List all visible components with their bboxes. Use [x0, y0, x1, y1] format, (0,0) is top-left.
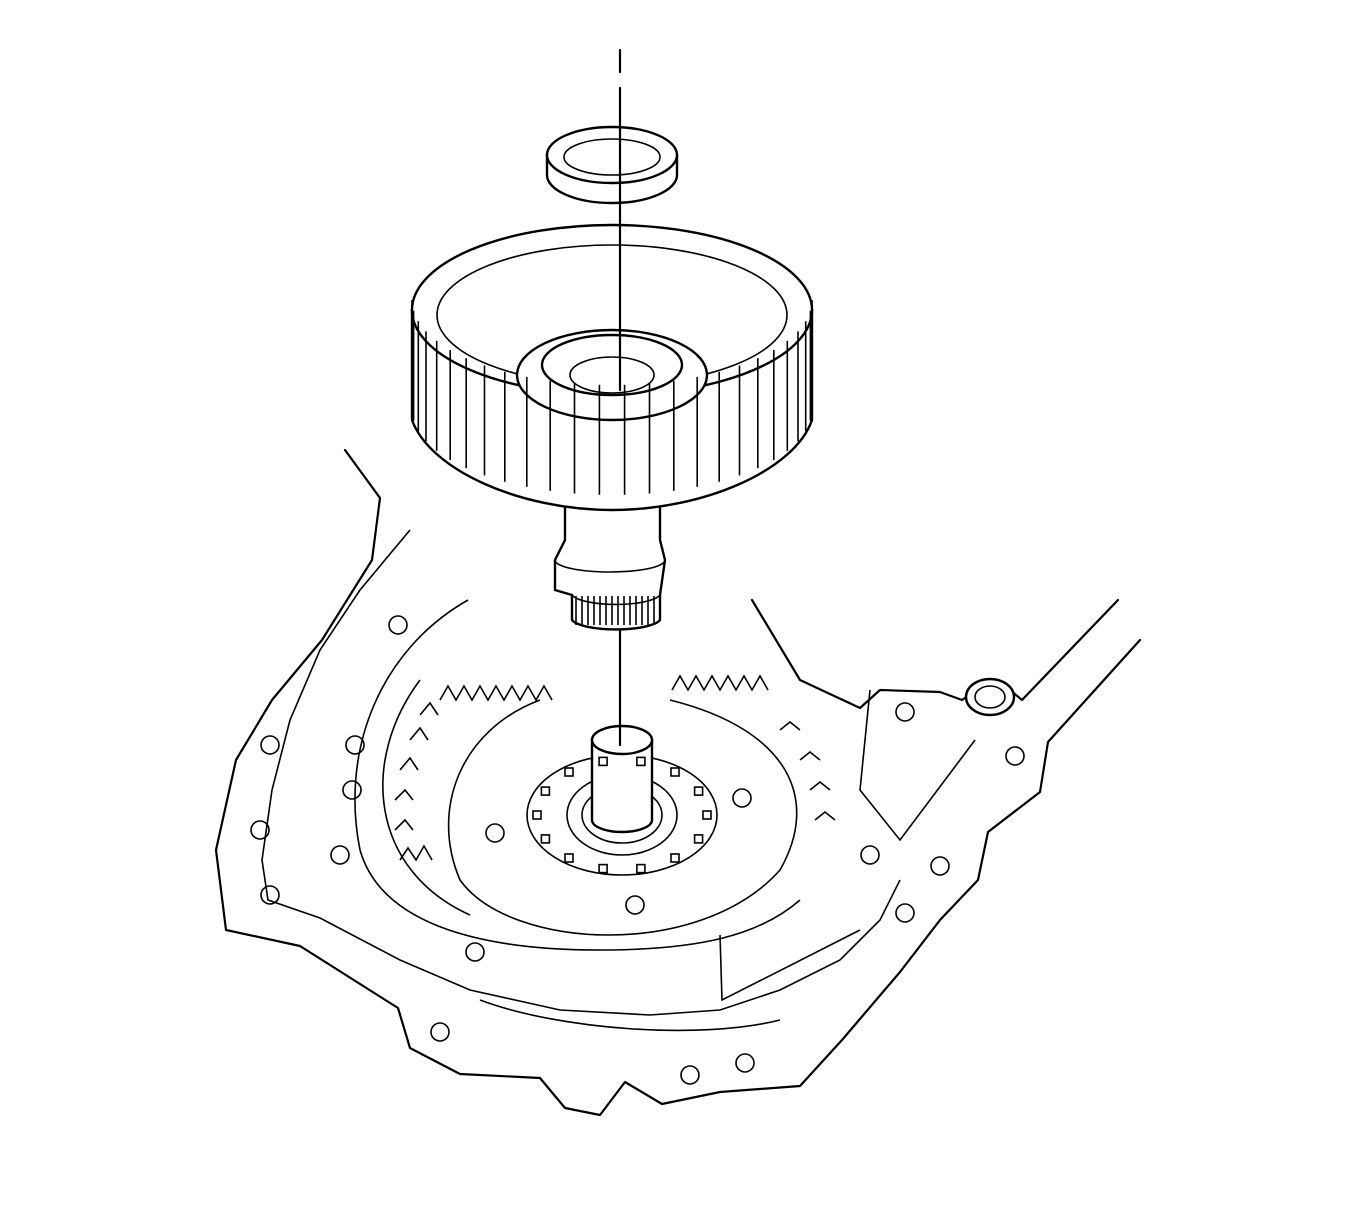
shaft [553, 488, 667, 631]
bolt-hole [485, 823, 505, 843]
hub-lug [670, 853, 680, 863]
bolt-hole [345, 735, 365, 755]
bolt-hole [342, 780, 362, 800]
hub-lug [540, 834, 551, 844]
hub-lug [598, 756, 608, 767]
hub-lug [693, 834, 704, 844]
bolt-hole [330, 845, 350, 865]
bolt-hole [465, 942, 485, 962]
hub-lug [598, 863, 608, 874]
bolt-hole [895, 903, 915, 923]
gear-drum [410, 223, 814, 512]
hub-lug [636, 756, 646, 767]
hub-lug [540, 786, 551, 796]
transmission-case [214, 448, 1142, 1117]
bolt-hole [735, 1053, 755, 1073]
bolt-hole [895, 702, 915, 722]
hub-lug [564, 853, 574, 863]
hub-lug [636, 863, 646, 874]
hub-lug [564, 767, 574, 777]
bolt-hole [930, 856, 950, 876]
bolt-hole [430, 1022, 450, 1042]
bolt-hole [860, 845, 880, 865]
hub-lug [532, 810, 542, 820]
bolt-hole [388, 615, 408, 635]
hub-lug [693, 786, 704, 796]
hub-lug [702, 810, 712, 820]
bolt-hole [732, 788, 752, 808]
bolt-hole [625, 895, 645, 915]
bolt-hole [260, 735, 280, 755]
bolt-hole [250, 820, 270, 840]
thrust-washer [545, 125, 679, 205]
bolt-hole [680, 1065, 700, 1085]
hub-lug [670, 767, 680, 777]
bolt-hole [260, 885, 280, 905]
bolt-hole [1005, 746, 1025, 766]
